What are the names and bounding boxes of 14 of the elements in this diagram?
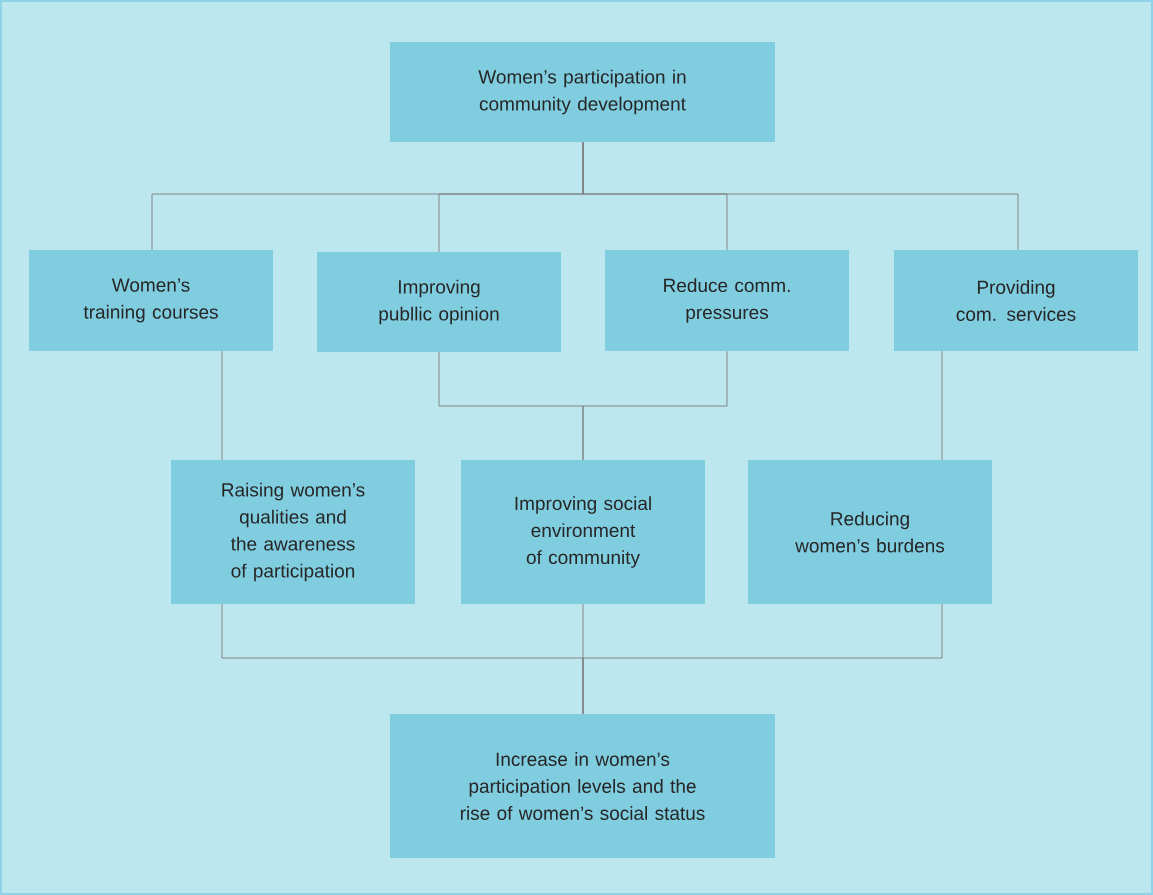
text-box: Reduce comm. pressures: [605, 250, 849, 351]
connector-line: [582, 350, 728, 461]
text-box: Increase in women’s participation levels and the rise of women’s social status: [390, 714, 775, 858]
text-box: Women’s training courses: [29, 250, 273, 351]
text-box: Providing com. services: [894, 250, 1138, 351]
connector-line: [941, 350, 943, 461]
text-box: Improving publlic opinion: [317, 252, 561, 352]
connector-line: [582, 141, 1019, 251]
text-box: Raising women’s qualities and the awareness of participation: [171, 460, 415, 604]
connector-line: [582, 603, 943, 715]
text-box: Women’s participation in community development: [390, 42, 775, 142]
text-box: Reducing women’s burdens: [748, 460, 992, 604]
connector-line: [221, 350, 223, 461]
text-box: Improving social environment of community: [461, 460, 705, 604]
